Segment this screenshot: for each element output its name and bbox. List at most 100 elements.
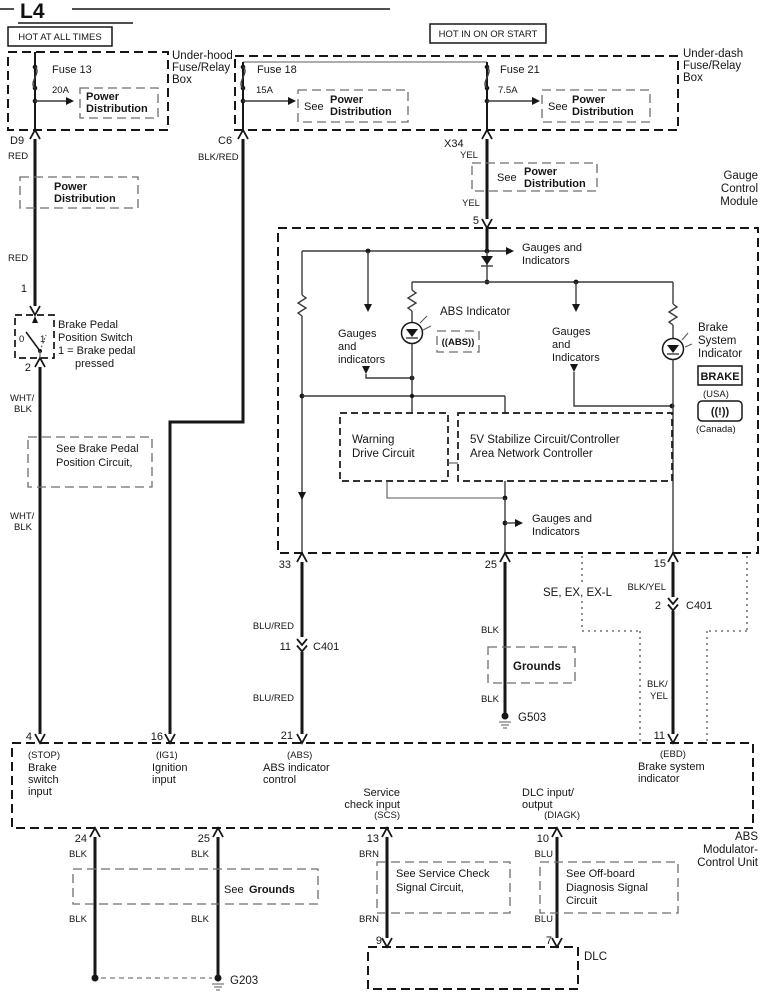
wire-brn-2: BRN: [359, 914, 379, 925]
fuse13-label: Fuse 13: [52, 64, 92, 76]
abs-badge: ((ABS)): [442, 337, 475, 348]
switch-contact-1: 1: [40, 334, 45, 345]
diagk-1: DLC input/: [522, 787, 575, 799]
stop-code: (STOP): [28, 750, 60, 761]
dlc-label: DLC: [584, 951, 607, 963]
pin9-connector-icon: [381, 937, 393, 949]
hot-at-all-times-box: HOT AT ALL TIMES: [7, 26, 113, 47]
ref18-line2: Distribution: [330, 106, 392, 118]
block2-1: Gauges: [552, 326, 591, 338]
ref-bot-1: Gauges and: [532, 513, 592, 525]
see-offboard-3: Circuit: [566, 895, 597, 907]
resistor-icon: [296, 294, 308, 317]
connector-c6-icon: [237, 128, 249, 140]
wire-blk-1: BLK: [481, 625, 500, 636]
abs-unit-label-2: Modulator-: [703, 844, 758, 856]
c401b-label: C401: [686, 600, 712, 612]
ground-icon: [214, 974, 222, 982]
ebd-2: indicator: [638, 773, 680, 785]
arrow-down-icon: [572, 304, 580, 312]
pin33-connector-icon: [296, 551, 308, 563]
lamp-rays-icon: [419, 315, 432, 331]
diode-icon: [481, 256, 493, 265]
usa-label: (USA): [703, 389, 729, 400]
wire-whtblk-1b: BLK: [14, 404, 33, 415]
pin11-label: 11: [654, 730, 665, 742]
wire-red-1: RED: [8, 151, 28, 162]
scs-1: Service: [363, 787, 400, 799]
ebd-wire: BLK/YEL 2 C401 BLK/ YEL 11: [627, 562, 712, 745]
connector-d9-icon: [29, 128, 41, 140]
pin13-connector-icon: [381, 826, 393, 838]
brake-indicator-2: System: [698, 335, 736, 347]
ig1-code: (IG1): [156, 750, 178, 761]
see-grounds-bold: Grounds: [249, 884, 295, 896]
arrow-right-icon: [506, 247, 514, 255]
fuse21-label: Fuse 21: [500, 64, 540, 76]
trim-label: SE, EX, EX-L: [543, 587, 613, 599]
gauge-label-1: Gauge: [723, 170, 758, 182]
abs-unit-label-1: ABS: [735, 831, 758, 843]
arrow-down-icon: [362, 366, 370, 374]
arrow-down-icon: [570, 364, 578, 372]
wire-yel-2: YEL: [462, 198, 480, 209]
gauge-control-module: Gauge Control Module Gauges and Indicato…: [277, 170, 759, 571]
fuse18-label: Fuse 18: [257, 64, 297, 76]
scs-code: (SCS): [374, 810, 400, 821]
fuse21-icon: [484, 66, 490, 89]
left-ref-line2: Distribution: [54, 193, 116, 205]
pin5-connector-icon: [481, 218, 493, 230]
abs-2: control: [263, 774, 296, 786]
brake-switch-branch: RED Power Distribution RED 1 0 1 Brake P…: [8, 139, 153, 745]
block2-2: and: [552, 339, 570, 351]
wire-red-2: RED: [8, 253, 28, 264]
pin15-label: 15: [654, 558, 666, 570]
brake-indicator-3: Indicator: [698, 348, 742, 360]
warning-2: Drive Circuit: [352, 448, 415, 460]
arrow-right-icon: [515, 519, 523, 527]
ground-icon: [501, 712, 509, 720]
wire-brn-1: BRN: [359, 849, 379, 860]
fuse21-rating: 7.5A: [498, 85, 518, 96]
ref-bot-2: Indicators: [532, 526, 580, 538]
abs-indicator-label: ABS Indicator: [440, 306, 510, 318]
see-service-1: See Service Check: [396, 868, 490, 880]
pin25-label: 25: [485, 559, 497, 571]
wire-whtblk-2b: BLK: [14, 522, 33, 533]
pin2-label: 2: [25, 362, 31, 374]
underhood-label-3: Box: [172, 74, 192, 86]
pin7-label: 7: [546, 935, 552, 947]
offboard-diagnosis-branch: 10 BLU See Off-board Diagnosis Signal Ci…: [535, 826, 679, 949]
see-brake-pedal-1: See Brake Pedal: [56, 443, 139, 455]
wire-blured-2: BLU/RED: [253, 693, 294, 704]
wire-blkyel-2a: BLK/: [647, 679, 668, 690]
wire-blu-1: BLU: [535, 849, 554, 860]
fuse13-rating: 20A: [52, 85, 70, 96]
switch-blade-icon: [25, 331, 41, 352]
underdash-label-3: Box: [683, 72, 703, 84]
abs-code: (ABS): [287, 750, 312, 761]
c401b-pin: 2: [655, 600, 661, 612]
abs-unit-label-3: Control Unit: [697, 857, 759, 869]
ref-top-1: Gauges and: [522, 242, 582, 254]
underhood-fuse-box: Fuse 13 20A Power Distribution Under-hoo…: [7, 50, 233, 147]
arrow-right-icon: [288, 97, 296, 105]
arrow-down-icon: [364, 304, 372, 312]
see-brake-pedal-2: Position Circuit,: [56, 457, 132, 469]
connector-x34-label: X34: [444, 138, 464, 150]
ground-icon: [91, 974, 99, 982]
dlc-box: DLC: [367, 946, 607, 990]
service-check-branch: 13 BRN See Service Check Signal Circuit,…: [359, 826, 511, 949]
ebd-1: Brake system: [638, 761, 705, 773]
yel-ref-2: Distribution: [524, 178, 586, 190]
connector-x34-icon: [481, 128, 493, 140]
connector-d9-label: D9: [10, 135, 24, 147]
wire-blk25a: BLK: [191, 849, 210, 860]
left-ref-line1: Power: [54, 181, 88, 193]
pin16-label: 16: [151, 731, 163, 743]
pin25-connector-icon: [499, 551, 511, 563]
wire-blkred: BLK/RED: [198, 152, 239, 163]
brake-pedal-position-switch: 0 1: [14, 314, 55, 359]
wire-whtblk-1a: WHT/: [10, 393, 35, 404]
wire-blkyel-2b: YEL: [650, 691, 668, 702]
